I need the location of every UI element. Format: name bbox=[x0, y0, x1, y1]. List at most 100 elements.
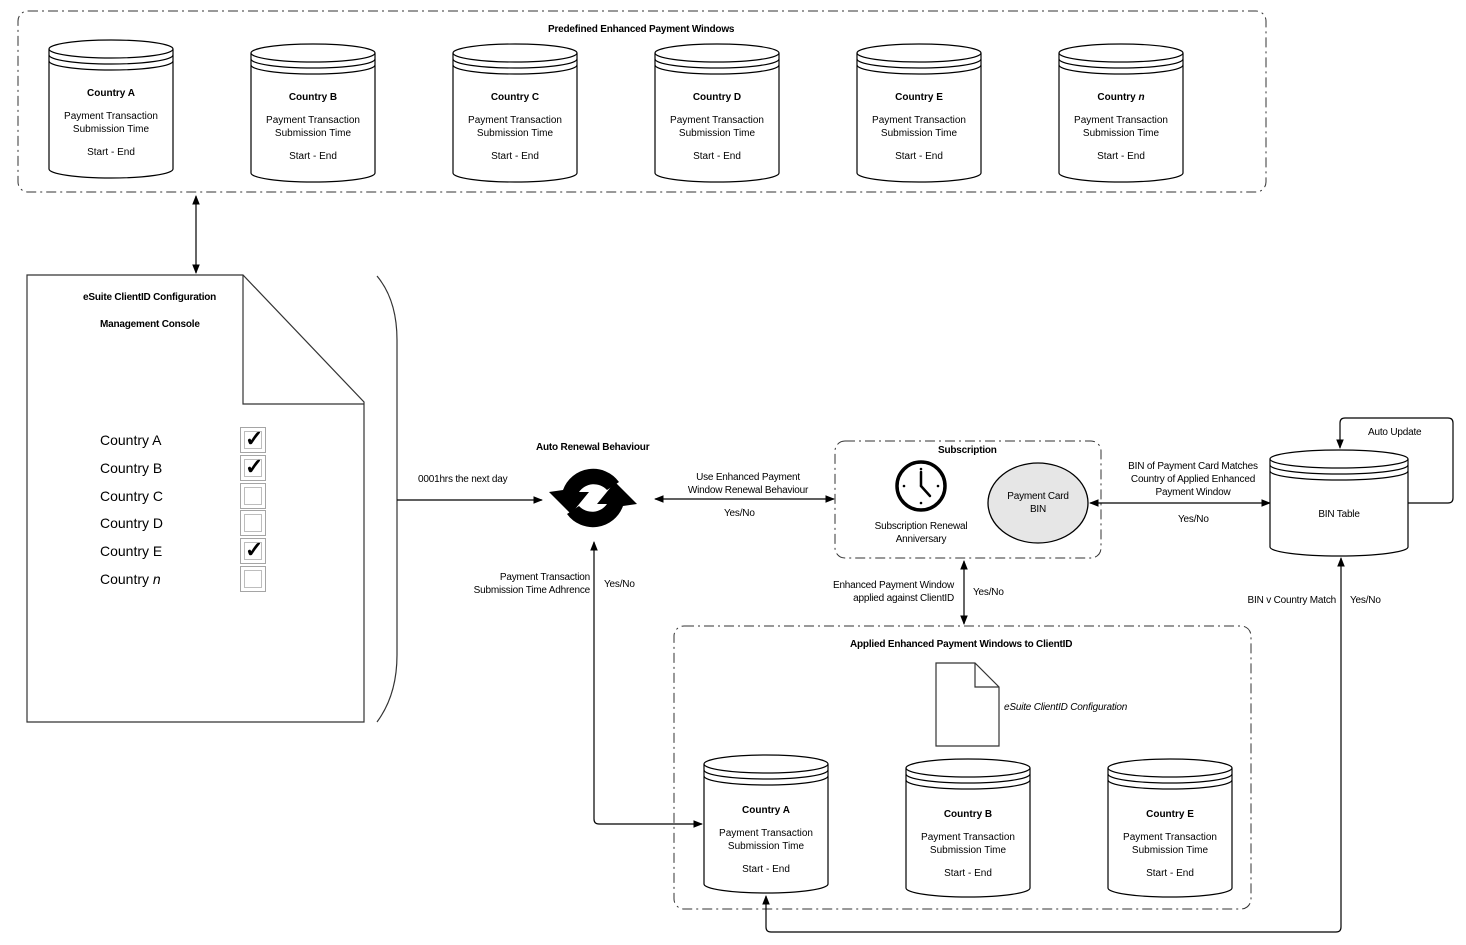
country-label: Country B bbox=[100, 460, 162, 476]
applied-link-answer: Yes/No bbox=[973, 587, 1004, 598]
renewal-link-line2: Window Renewal Behaviour bbox=[687, 485, 809, 496]
database-description-line2: Submission Time bbox=[727, 841, 805, 852]
database-title: Country n bbox=[1058, 91, 1184, 104]
refresh-icon bbox=[549, 468, 637, 528]
country-label: Country n bbox=[100, 571, 161, 587]
database-description-line1: Payment Transaction bbox=[1123, 832, 1217, 843]
adherence-label-line2: Submission Time Adhrence bbox=[473, 585, 591, 596]
country-checkbox-row: Country C bbox=[100, 482, 270, 510]
country-checkbox[interactable]: ✓ bbox=[240, 537, 266, 565]
database-description-line1: Payment Transaction bbox=[1074, 115, 1168, 126]
renewal-link-answer: Yes/No bbox=[724, 508, 755, 519]
database-range: Start - End bbox=[87, 147, 135, 158]
console-document-shape bbox=[26, 274, 365, 723]
database-title-suffix: n bbox=[1138, 92, 1145, 103]
auto-renewal-title: Auto Renewal Behaviour bbox=[536, 442, 650, 453]
database-range: Start - End bbox=[491, 151, 539, 162]
database-title: Country D bbox=[654, 91, 780, 104]
database-title-text: Country A bbox=[742, 805, 790, 816]
bin-link-line1: BIN of Payment Card Matches bbox=[1128, 461, 1258, 472]
country-checkbox[interactable]: ✓ bbox=[240, 453, 266, 481]
console-title-line1: eSuite ClientID Configuration bbox=[83, 292, 217, 303]
database-title: Country E bbox=[856, 91, 982, 104]
country-checkbox-row: Country D bbox=[100, 509, 270, 537]
database-description-line2: Submission Time bbox=[476, 128, 554, 139]
adherence-label-line1: Payment Transaction bbox=[499, 572, 590, 583]
database-description-line1: Payment Transaction bbox=[921, 832, 1015, 843]
bin-link-line2: Country of Applied Enhanced bbox=[1130, 474, 1256, 485]
country-checkbox[interactable] bbox=[240, 566, 266, 592]
database-title: Country C bbox=[452, 91, 578, 104]
esuite-config-document-icon bbox=[935, 662, 1000, 747]
predefined-group-border bbox=[17, 10, 1267, 193]
country-label: Country C bbox=[100, 488, 163, 504]
database-description-line1: Payment Transaction bbox=[719, 828, 813, 839]
console-document-fold bbox=[242, 275, 364, 405]
database-predefined-2 bbox=[250, 43, 376, 183]
country-label-text: Country C bbox=[100, 487, 164, 504]
database-title-text: Country bbox=[1097, 92, 1139, 103]
country-checkbox-row: Country n bbox=[100, 565, 270, 593]
bin-link-line3: Payment Window bbox=[1155, 487, 1231, 498]
bin-match-label: BIN v Country Match bbox=[1247, 595, 1337, 606]
console-bracket bbox=[376, 275, 398, 723]
database-title: Country A bbox=[48, 87, 174, 100]
adherence-arrow bbox=[590, 541, 703, 828]
database-range: Start - End bbox=[693, 151, 741, 162]
database-title-text: Country C bbox=[490, 92, 540, 103]
country-checkbox[interactable]: ✓ bbox=[240, 426, 266, 453]
database-predefined-3 bbox=[452, 43, 578, 183]
country-label-text: Country D bbox=[100, 515, 164, 532]
bin-table-database bbox=[1269, 449, 1409, 557]
adherence-answer: Yes/No bbox=[604, 579, 635, 590]
checkmark-icon: ✓ bbox=[245, 426, 264, 451]
database-range: Start - End bbox=[289, 151, 337, 162]
subscription-group-border bbox=[834, 440, 1102, 559]
database-title: Country B bbox=[905, 808, 1031, 821]
country-label: Country E bbox=[100, 543, 162, 559]
clock-label-line2: Anniversary bbox=[895, 534, 947, 545]
country-checkbox-row: Country E ✓ bbox=[100, 537, 270, 565]
database-description-line2: Submission Time bbox=[1082, 128, 1160, 139]
country-label-suffix: n bbox=[152, 571, 161, 587]
renewal-link-line1: Use Enhanced Payment bbox=[696, 472, 800, 483]
database-predefined-6 bbox=[1058, 43, 1184, 183]
clock-icon bbox=[895, 460, 947, 512]
country-checkbox-row: Country A✓ bbox=[100, 426, 270, 454]
database-title-text: Country B bbox=[288, 92, 338, 103]
database-description-line2: Submission Time bbox=[72, 124, 150, 135]
clock-label-line1: Subscription Renewal bbox=[874, 521, 968, 532]
checkmark-icon: ✓ bbox=[245, 453, 264, 479]
auto-update-label: Auto Update bbox=[1368, 427, 1422, 438]
country-checkbox[interactable] bbox=[240, 482, 266, 509]
payment-card-bin-ellipse bbox=[987, 462, 1089, 544]
auto-update-loop bbox=[1336, 417, 1454, 504]
country-checkbox-row: Country B ✓ bbox=[100, 454, 270, 482]
database-description-line1: Payment Transaction bbox=[468, 115, 562, 126]
database-title-text: Country A bbox=[87, 88, 135, 99]
database-range: Start - End bbox=[944, 868, 992, 879]
database-predefined-5 bbox=[856, 43, 982, 183]
database-range: Start - End bbox=[1146, 868, 1194, 879]
country-checkbox[interactable] bbox=[240, 510, 266, 537]
database-predefined-4 bbox=[654, 43, 780, 183]
database-description-line1: Payment Transaction bbox=[670, 115, 764, 126]
database-title-text: Country B bbox=[943, 809, 993, 820]
bin-table-title: BIN Table bbox=[1318, 509, 1360, 520]
database-title: Country E bbox=[1107, 808, 1233, 821]
database-title: Country B bbox=[250, 91, 376, 104]
database-range: Start - End bbox=[1097, 151, 1145, 162]
predefined-group-title: Predefined Enhanced Payment Windows bbox=[548, 24, 735, 35]
database-description-line2: Submission Time bbox=[929, 845, 1007, 856]
